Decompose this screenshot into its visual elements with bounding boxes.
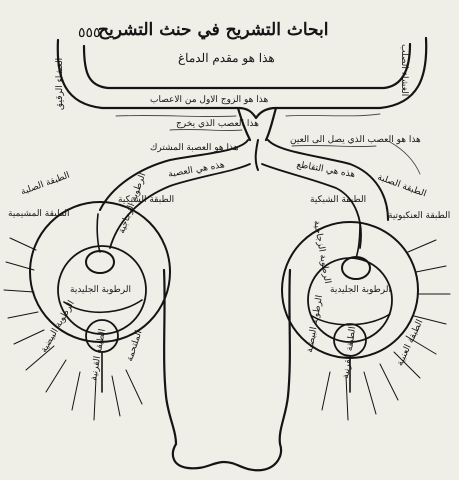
label-nerve-b: هذا هو العصب الذي يصل الى العين <box>290 135 421 145</box>
right-eye <box>281 221 419 393</box>
label-right-eye-top: الطبقة الشبكية <box>310 195 367 205</box>
label-common: هذا هو العصبة المشترك <box>150 143 239 153</box>
label-right-eye-side: الطبقة العنكبوتية <box>388 211 451 221</box>
label-right-vertical: الغشاء الصلب <box>399 44 409 97</box>
optic-chiasm <box>99 139 389 221</box>
label-left-eye-side: الطبقة المشيمية <box>8 209 70 219</box>
label-nerve-a: هذا العصب الذي يخرج <box>176 119 259 129</box>
brain-inner-contour <box>82 42 412 90</box>
left-eye <box>29 201 171 393</box>
label-left-eye-top: الطبقة الشبكية <box>118 195 175 205</box>
nose-outline <box>162 268 292 472</box>
script-strokes <box>115 113 421 175</box>
page-title: ابحاث التشريح في حنث التشريح <box>98 20 329 40</box>
label-left-eye-lens: الرطوبة الجليدية <box>70 285 132 295</box>
title-mark: ٥٥٥ <box>78 25 101 41</box>
left-eyelash-strokes <box>3 237 143 421</box>
label-right-eye-lens: الرطوبة الجليدية <box>330 285 392 295</box>
page-subtitle: هذا هو مقدم الدماغ <box>178 51 275 65</box>
label-top-bar: هذا هو الزوج الاول من الاعصاب <box>150 95 269 105</box>
nerve-stem <box>236 106 278 142</box>
right-eyelash-strokes <box>321 239 451 421</box>
label-left-vertical: الغشاء الرقيق <box>55 57 65 110</box>
brain-outer-contour <box>56 36 428 120</box>
